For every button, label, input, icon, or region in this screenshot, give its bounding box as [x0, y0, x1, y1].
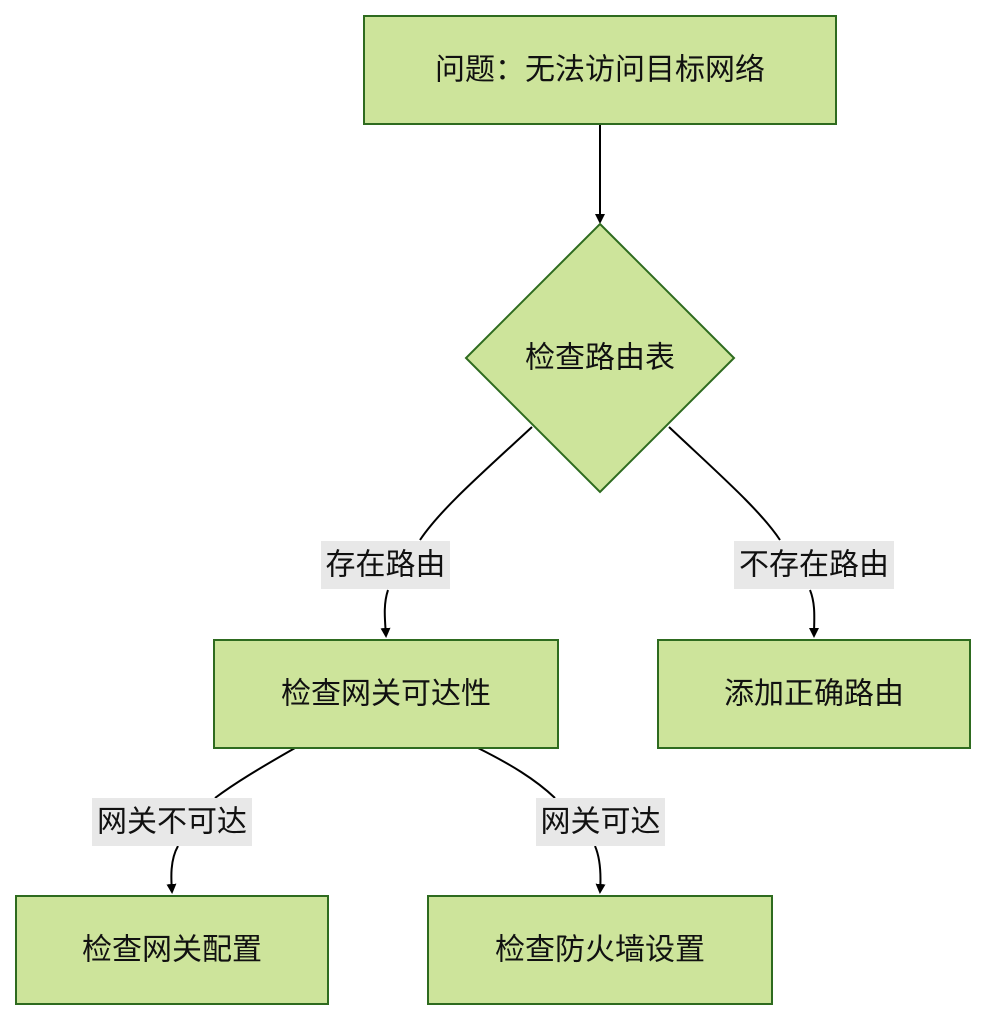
node-check-gateway-reachability: 检查网关可达性 — [213, 639, 559, 749]
svg-text:检查路由表: 检查路由表 — [525, 341, 675, 376]
edge-gateway-to-firewall — [477, 747, 600, 892]
svg-text:检查网关可达性: 检查网关可达性 — [281, 677, 491, 712]
node-problem: 问题：无法访问目标网络 — [363, 15, 837, 125]
edge-label-route-exists: 存在路由 — [321, 541, 450, 589]
node-check-gateway-config: 检查网关配置 — [15, 895, 329, 1005]
node-check-route-table-decision: 检查路由表 — [464, 222, 736, 494]
node-check-firewall-settings: 检查防火墙设置 — [427, 895, 773, 1005]
svg-text:网关可达: 网关可达 — [541, 805, 661, 840]
svg-text:问题：无法访问目标网络: 问题：无法访问目标网络 — [435, 53, 765, 88]
svg-text:网关不可达: 网关不可达 — [97, 805, 247, 840]
svg-text:存在路由: 存在路由 — [326, 548, 446, 583]
edge-route-table-to-add-route — [668, 426, 814, 636]
edge-label-gateway-unreachable: 网关不可达 — [92, 798, 252, 846]
svg-text:检查防火墙设置: 检查防火墙设置 — [495, 933, 705, 968]
svg-text:不存在路由: 不存在路由 — [739, 548, 889, 583]
edge-route-table-to-gateway-reachability — [385, 426, 533, 636]
svg-text:添加正确路由: 添加正确路由 — [724, 677, 904, 712]
edge-label-gateway-reachable: 网关可达 — [536, 798, 665, 846]
svg-text:检查网关配置: 检查网关配置 — [82, 933, 262, 968]
edge-label-route-not-exists: 不存在路由 — [734, 541, 894, 589]
edge-gateway-to-gateway-config — [171, 747, 296, 892]
node-add-correct-route: 添加正确路由 — [657, 639, 971, 749]
